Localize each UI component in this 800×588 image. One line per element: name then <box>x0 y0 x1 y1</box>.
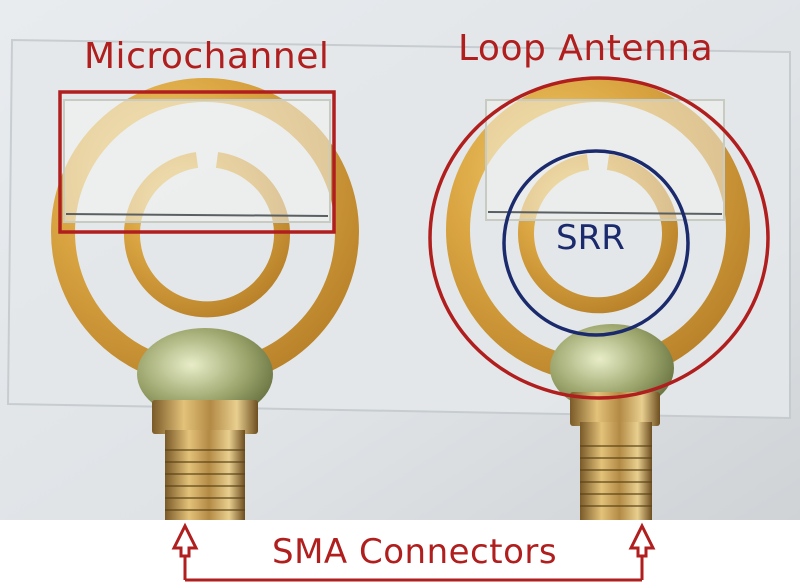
left-arrow-head <box>171 522 199 558</box>
right-arrow-head <box>628 522 656 558</box>
left-sma-nut <box>152 400 258 434</box>
right-sma-nut <box>570 392 660 426</box>
left-resin-blob <box>137 328 273 420</box>
microchannel-label: Microchannel <box>84 36 330 77</box>
left-microchannel-block <box>63 99 331 223</box>
microchannel-box <box>58 90 336 234</box>
right-microchannel-block <box>485 99 725 221</box>
srr-circle <box>502 149 690 337</box>
loop-antenna-label: Loop Antenna <box>458 28 714 69</box>
left-microchannel-line <box>65 213 329 217</box>
loop-antenna-circle <box>428 76 770 400</box>
left-device <box>51 78 359 520</box>
srr-label: SRR <box>556 218 625 258</box>
sma-connectors-label: SMA Connectors <box>266 532 564 572</box>
right-resin-blob <box>550 324 674 412</box>
right-device <box>446 78 750 520</box>
